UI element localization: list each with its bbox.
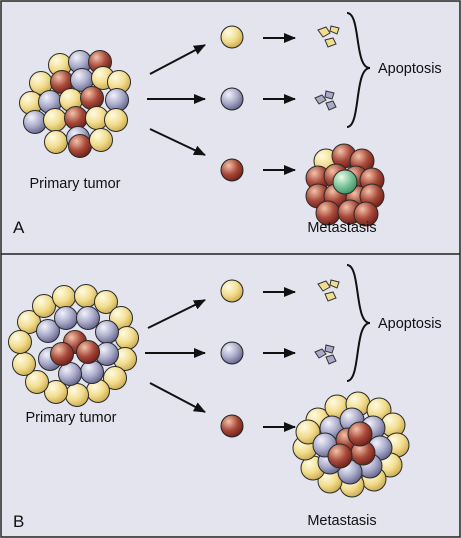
yellow-cell bbox=[104, 108, 128, 132]
panel-label: A bbox=[13, 218, 25, 237]
panel-b: Primary tumor B Apoptosis Metastasis bbox=[8, 264, 442, 531]
red-cell bbox=[80, 86, 104, 110]
yellow-cell bbox=[52, 285, 76, 309]
yellow-cell bbox=[89, 128, 113, 152]
arrow-to-yellow-cell bbox=[147, 299, 206, 329]
apoptotic-blue-fragments bbox=[314, 344, 337, 365]
yellow-cell bbox=[295, 419, 321, 445]
yellow-cell bbox=[94, 290, 118, 314]
apoptosis-label: Apoptosis bbox=[378, 316, 442, 332]
yellow-cell bbox=[8, 330, 32, 354]
red-cell bbox=[353, 201, 379, 227]
red-cell bbox=[68, 134, 92, 158]
apoptotic-yellow-fragments bbox=[317, 279, 340, 302]
red-cell bbox=[347, 421, 373, 447]
yellow-cell bbox=[220, 279, 244, 303]
yellow-cell bbox=[43, 108, 67, 132]
blue-cell bbox=[54, 306, 78, 330]
primary-tumor-cluster bbox=[19, 50, 131, 158]
arrow-to-red-cell bbox=[149, 128, 206, 156]
blue-cell bbox=[220, 87, 244, 111]
metastasis-label: Metastasis bbox=[307, 220, 376, 236]
apoptosis-bracket bbox=[346, 12, 371, 128]
red-cell bbox=[64, 106, 88, 130]
red-cell bbox=[220, 414, 244, 438]
yellow-cell bbox=[44, 130, 68, 154]
metastasis-label: Metastasis bbox=[307, 513, 376, 529]
primary-tumor-cluster bbox=[8, 284, 139, 407]
blue-cell bbox=[220, 341, 244, 365]
blue-cell bbox=[95, 320, 119, 344]
red-cell bbox=[220, 158, 244, 182]
green-cell bbox=[332, 169, 358, 195]
apoptotic-blue-fragments bbox=[314, 90, 337, 111]
blue-cell bbox=[36, 319, 60, 343]
primary-tumor-label: Primary tumor bbox=[25, 410, 116, 426]
apoptotic-yellow-fragments bbox=[317, 25, 340, 48]
yellow-cell bbox=[25, 370, 49, 394]
blue-cell bbox=[80, 360, 104, 384]
panel-a: Primary tumor A Apoptosis Metastasis bbox=[13, 12, 442, 237]
yellow-cell bbox=[44, 380, 68, 404]
apoptosis-label: Apoptosis bbox=[378, 61, 442, 77]
panel-label: B bbox=[13, 512, 24, 531]
yellow-cell bbox=[74, 284, 98, 308]
metastasis-cluster bbox=[305, 143, 385, 227]
red-cell bbox=[327, 443, 353, 469]
blue-cell bbox=[76, 306, 100, 330]
red-cell bbox=[76, 340, 100, 364]
yellow-cell bbox=[220, 25, 244, 49]
arrow-to-yellow-cell bbox=[149, 44, 206, 75]
yellow-cell bbox=[12, 352, 36, 376]
yellow-cell bbox=[32, 294, 56, 318]
yellow-cell bbox=[65, 383, 89, 407]
apoptosis-bracket bbox=[346, 264, 371, 382]
yellow-cell bbox=[103, 366, 127, 390]
metastasis-cluster bbox=[292, 391, 410, 498]
arrow-to-red-cell bbox=[149, 382, 206, 413]
yellow-cell bbox=[115, 326, 139, 350]
blue-cell bbox=[23, 110, 47, 134]
red-cell bbox=[50, 342, 74, 366]
primary-tumor-label: Primary tumor bbox=[29, 176, 120, 192]
